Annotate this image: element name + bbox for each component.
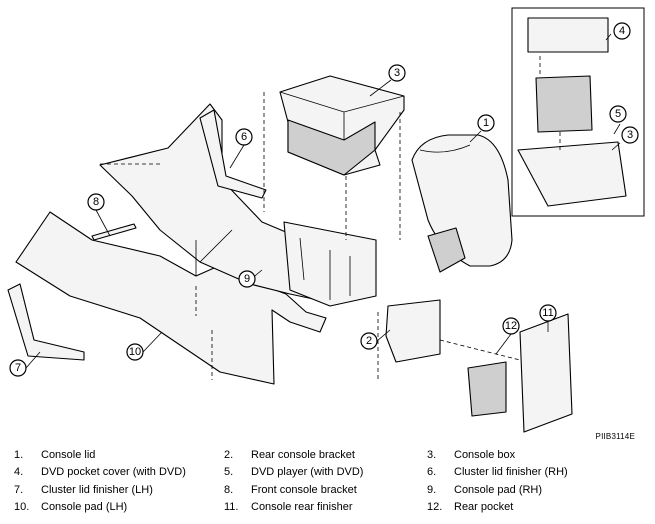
inset-frame — [511, 7, 645, 217]
parts-legend: 1.Console lid 2.Rear console bracket 3.C… — [14, 446, 644, 516]
callout-3: 3 — [388, 64, 406, 82]
console-rear-finisher-part — [519, 313, 573, 433]
svg-text:3: 3 — [394, 67, 400, 79]
dvd-pocket-cover-part — [527, 17, 609, 53]
callout-5: 5 — [609, 105, 627, 123]
cluster-lid-finisher-rh-part — [199, 109, 267, 199]
legend-item: 10.Console pad (LH) — [14, 501, 128, 514]
callout-3-inset: 3 — [621, 126, 639, 144]
dvd-player-part — [535, 75, 593, 133]
svg-text:3: 3 — [627, 129, 633, 141]
assembly-guide-lines — [100, 56, 561, 380]
callout-1: 1 — [477, 114, 495, 132]
callout-6: 6 — [235, 128, 253, 146]
legend-row: 4.DVD pocket cover (with DVD) 5.DVD play… — [14, 464, 644, 482]
legend-item: 8.Front console bracket — [224, 483, 357, 496]
exploded-console-diagram: 1 2 3 3 4 5 6 7 8 9 10 11 12 — [7, 7, 645, 433]
svg-text:4: 4 — [619, 25, 625, 37]
legend-item: 3.Console box — [427, 448, 516, 461]
rear-console-bracket-part — [385, 299, 441, 363]
svg-text:5: 5 — [615, 108, 621, 120]
callout-10: 10 — [126, 343, 144, 361]
callout-9: 9 — [238, 270, 256, 288]
callout-11: 11 — [539, 304, 557, 322]
legend-item: 7.Cluster lid finisher (LH) — [14, 483, 153, 496]
callout-8: 8 — [87, 193, 105, 211]
inset-console-box-part — [517, 141, 627, 207]
figure-code: PIIB3114E — [595, 432, 635, 441]
legend-item: 9.Console pad (RH) — [427, 483, 543, 496]
svg-text:10: 10 — [129, 346, 141, 358]
legend-row: 1.Console lid 2.Rear console bracket 3.C… — [14, 446, 644, 464]
svg-text:6: 6 — [241, 131, 247, 143]
rear-pocket-part — [467, 361, 507, 417]
console-lid-part — [411, 134, 513, 273]
callout-4: 4 — [613, 22, 631, 40]
console-pad-rh-part — [283, 221, 377, 307]
legend-item: 6.Cluster lid finisher (RH) — [427, 466, 568, 479]
svg-text:8: 8 — [93, 196, 99, 208]
callout-2: 2 — [360, 332, 378, 350]
console-box-part — [279, 75, 405, 176]
legend-item: 12.Rear pocket — [427, 501, 514, 514]
cluster-lid-finisher-lh-part — [7, 283, 85, 361]
callout-12: 12 — [502, 317, 520, 335]
svg-text:1: 1 — [483, 117, 489, 129]
front-console-bracket-part — [91, 223, 137, 241]
svg-text:12: 12 — [505, 320, 517, 332]
legend-item: 11.Console rear finisher — [224, 501, 353, 514]
svg-text:11: 11 — [542, 307, 553, 319]
legend-item: 5.DVD player (with DVD) — [224, 466, 364, 479]
callout-7: 7 — [9, 359, 27, 377]
legend-row: 10.Console pad (LH) 11.Console rear fini… — [14, 499, 644, 517]
svg-text:7: 7 — [15, 362, 21, 374]
legend-item: 2.Rear console bracket — [224, 448, 355, 461]
console-body-part — [15, 103, 327, 385]
legend-row: 7.Cluster lid finisher (LH) 8.Front cons… — [14, 481, 644, 499]
svg-text:2: 2 — [366, 335, 372, 347]
legend-item: 1.Console lid — [14, 448, 96, 461]
svg-text:9: 9 — [244, 273, 250, 285]
legend-item: 4.DVD pocket cover (with DVD) — [14, 466, 186, 479]
